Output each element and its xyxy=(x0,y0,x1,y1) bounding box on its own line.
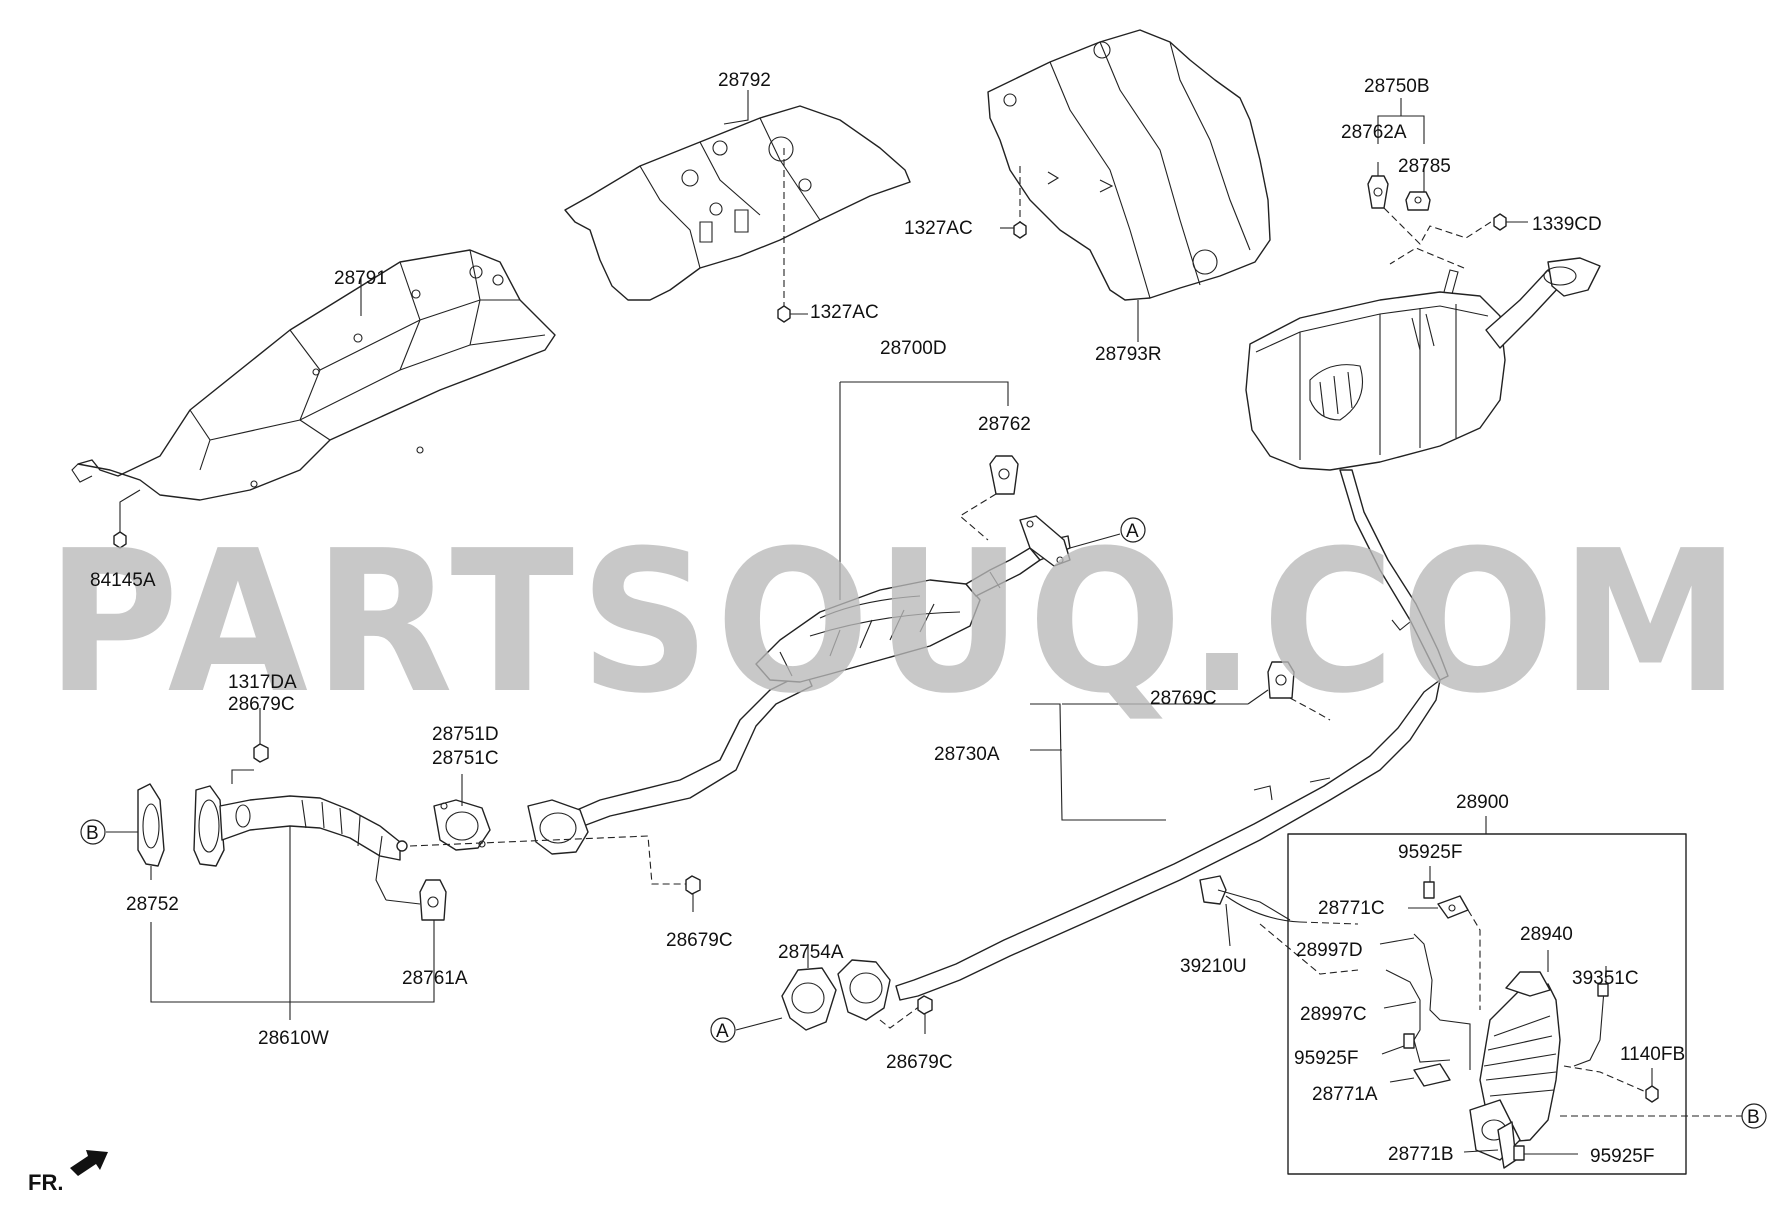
label-28679C-top: 28679C xyxy=(228,694,295,715)
label-28900: 28900 xyxy=(1456,792,1509,813)
label-28785: 28785 xyxy=(1398,156,1451,177)
label-28754A: 28754A xyxy=(778,942,844,963)
label-1317DA: 1317DA xyxy=(228,672,297,693)
hanger-28762-icon xyxy=(989,455,1019,495)
svg-text:A: A xyxy=(1126,521,1139,542)
bolt-95925F-icon-3 xyxy=(1513,1145,1525,1161)
front-pipe-28730A xyxy=(895,679,1441,1001)
sensor-wire-28997C xyxy=(1385,969,1451,1063)
label-28791: 28791 xyxy=(334,268,387,289)
watermark-text: PARTSOUQ.COM xyxy=(46,509,1746,737)
label-28762: 28762 xyxy=(978,414,1031,435)
svg-text:B: B xyxy=(86,823,99,844)
label-95925F-mid: 95925F xyxy=(1294,1048,1358,1069)
flange-front-pipe-icon xyxy=(837,959,891,1021)
nut-1327AC-icon-2 xyxy=(1013,221,1027,239)
label-95925F-bot: 95925F xyxy=(1590,1146,1654,1167)
gasket-28754A-icon xyxy=(781,967,837,1031)
svg-text:FR.: FR. xyxy=(28,1170,63,1195)
heat-protector-28791 xyxy=(71,249,556,549)
callout-A-bottom: A xyxy=(710,1017,736,1043)
hanger-28769C-icon xyxy=(1267,661,1295,699)
label-28997D: 28997D xyxy=(1296,940,1363,961)
label-1339CD: 1339CD xyxy=(1532,214,1602,235)
label-28762A: 28762A xyxy=(1341,122,1407,143)
rear-muffler xyxy=(1245,257,1601,681)
label-28771B: 28771B xyxy=(1388,1144,1454,1165)
hanger-28762A-icon xyxy=(1367,175,1389,209)
label-28769C: 28769C xyxy=(1150,688,1217,709)
label-28792: 28792 xyxy=(718,70,771,91)
label-28793R: 28793R xyxy=(1095,344,1162,365)
center-pipe-28700D xyxy=(539,515,1071,841)
label-28771C: 28771C xyxy=(1318,898,1385,919)
label-28751C: 28751C xyxy=(432,748,499,769)
nut-28679C-icon-1 xyxy=(253,743,269,763)
heat-protector-28792 xyxy=(564,105,911,323)
label-28997C: 28997C xyxy=(1300,1004,1367,1025)
bolt-1140FB-icon xyxy=(1645,1085,1659,1103)
hanger-28761A-icon xyxy=(385,879,447,921)
label-95925F-top: 95925F xyxy=(1398,842,1462,863)
label-28751D: 28751D xyxy=(432,724,499,745)
gasket-28751D-icon xyxy=(433,799,491,851)
sensor-wire-28997D xyxy=(1413,933,1471,1070)
label-28610W: 28610W xyxy=(258,1028,329,1049)
callout-B-right: B xyxy=(1741,1103,1767,1129)
nut-28679C-icon-2 xyxy=(685,875,701,895)
bracket-39351C-icon xyxy=(1573,983,1609,1067)
bolt-95925F-icon-1 xyxy=(1423,881,1435,899)
label-84145A: 84145A xyxy=(90,570,156,591)
svg-text:B: B xyxy=(1747,1107,1760,1128)
label-1327AC-a: 1327AC xyxy=(810,302,879,323)
label-28730A: 28730A xyxy=(934,744,1000,765)
nut-28679C-icon-3 xyxy=(917,995,933,1015)
label-28679C-mid: 28679C xyxy=(666,930,733,951)
svg-text:A: A xyxy=(716,1021,729,1042)
bracket-28785-icon xyxy=(1405,191,1431,211)
front-pipe-28610W xyxy=(137,783,408,901)
label-1327AC-b: 1327AC xyxy=(904,218,973,239)
front-direction-indicator: FR. xyxy=(28,1150,108,1195)
label-28752: 28752 xyxy=(126,894,179,915)
label-39351C: 39351C xyxy=(1572,968,1639,989)
bolt-95925F-icon-2 xyxy=(1403,1033,1415,1049)
label-28940: 28940 xyxy=(1520,924,1573,945)
callout-B-left: B xyxy=(80,819,106,845)
label-28750B: 28750B xyxy=(1364,76,1430,97)
label-28679C-bot: 28679C xyxy=(886,1052,953,1073)
label-1140FB: 1140FB xyxy=(1620,1044,1685,1065)
callout-A-top: A xyxy=(1120,517,1146,543)
label-28761A: 28761A xyxy=(402,968,468,989)
label-39210U: 39210U xyxy=(1180,956,1247,977)
nut-1339CD-icon xyxy=(1493,213,1507,231)
label-28771A: 28771A xyxy=(1312,1084,1378,1105)
nut-1327AC-icon xyxy=(777,305,791,323)
label-28700D: 28700D xyxy=(880,338,947,359)
oxygen-sensor-39210U-icon xyxy=(1199,875,1301,923)
bracket-28771A-icon xyxy=(1413,1063,1451,1087)
flange-center-pipe-icon xyxy=(527,799,589,855)
heat-protector-28793R xyxy=(987,29,1271,301)
